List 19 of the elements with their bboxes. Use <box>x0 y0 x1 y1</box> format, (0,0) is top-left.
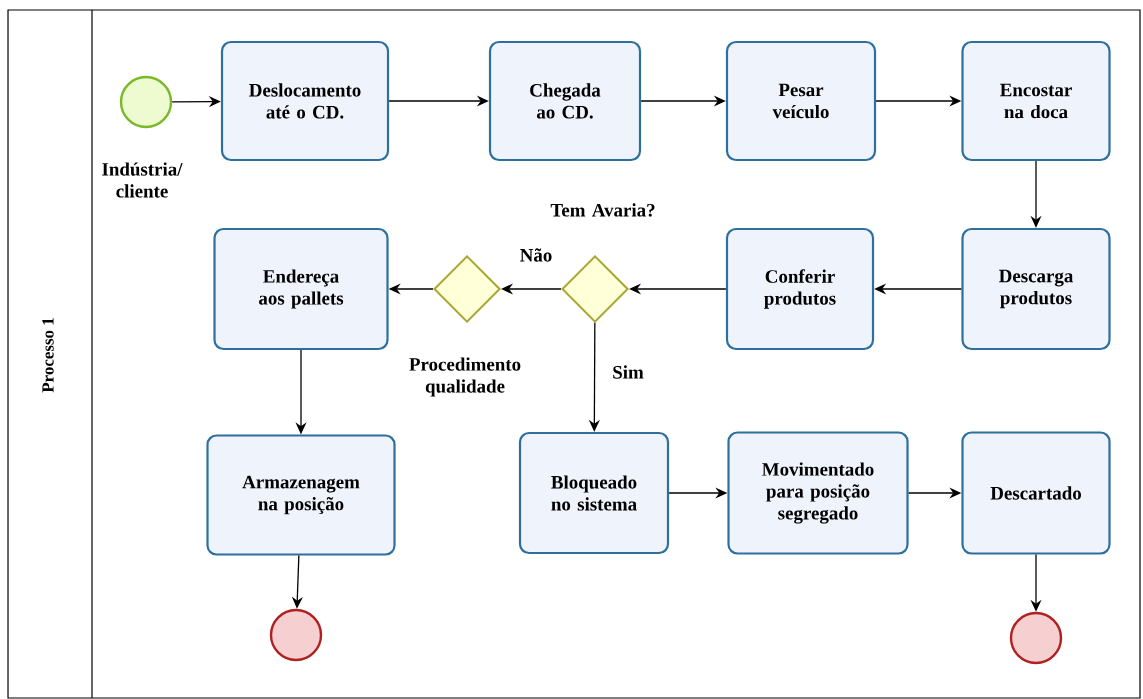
task-box: Descartado <box>961 431 1111 555</box>
task-box: Movimentado para posição segregado <box>727 431 909 555</box>
task-box: Bloqueado no sistema <box>518 431 670 555</box>
decision-label: Procedimento qualidade <box>409 357 521 397</box>
edge-label: Não <box>520 248 552 262</box>
task-box: Chegada ao CD. <box>488 40 642 162</box>
task-box: Armazenagem na posição <box>206 434 396 556</box>
pool-label: Processo 1 <box>42 318 54 393</box>
event-caption: Indústria/ cliente <box>102 162 183 198</box>
task-box: Pesar veículo <box>725 40 877 162</box>
end-event-circle <box>269 608 323 662</box>
end-event-circle <box>1009 611 1063 665</box>
task-box: Encostar na doca <box>961 40 1111 162</box>
task-box: Deslocamento até o CD. <box>220 40 390 162</box>
edge-label: Sim <box>613 365 644 379</box>
task-box: Descarga produtos <box>961 227 1111 351</box>
task-box: Endereça aos pallets <box>213 227 389 351</box>
task-box: Conferir produtos <box>725 227 875 351</box>
decision-label: Tem Avaria? <box>550 203 655 217</box>
